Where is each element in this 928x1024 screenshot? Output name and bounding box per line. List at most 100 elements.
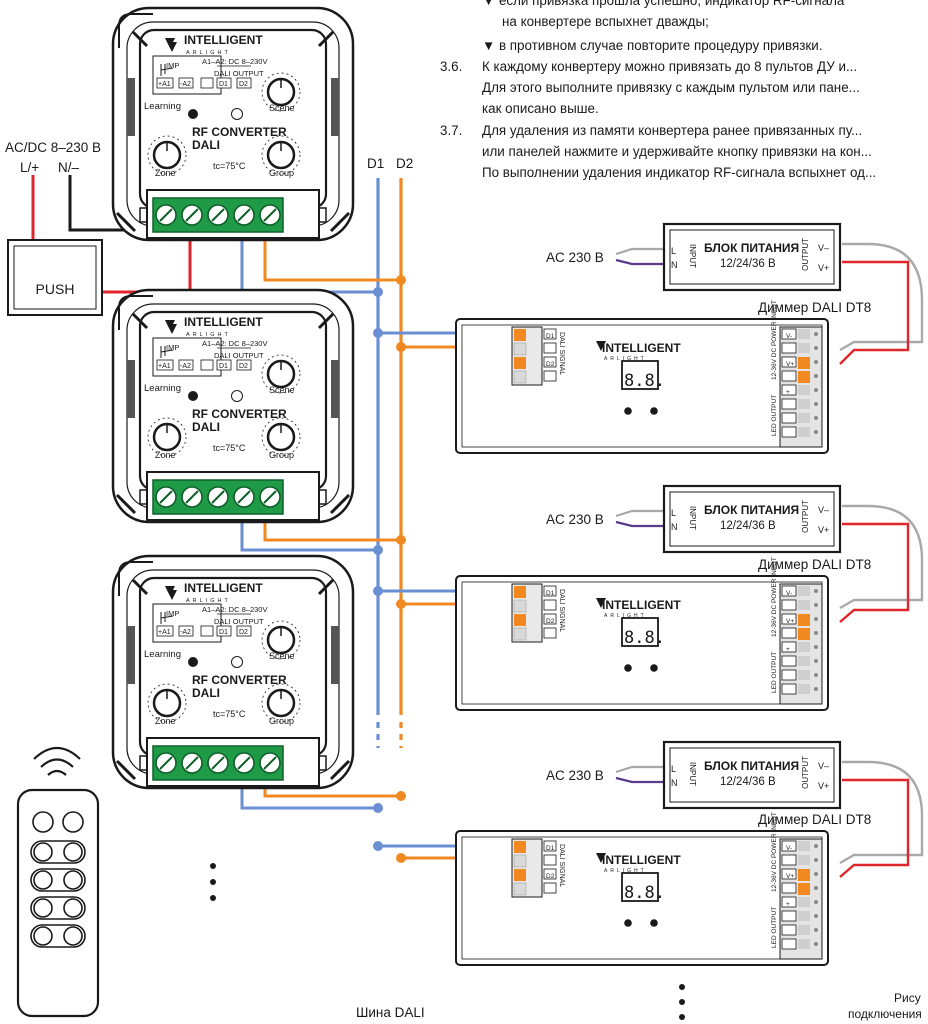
converter-scene: Scene	[269, 385, 295, 395]
dimmer-vplus: V+	[786, 618, 794, 625]
converter-sub: ARLIGHT	[186, 50, 231, 56]
converter-sub: ARLIGHT	[186, 332, 231, 338]
note-36b: Для этого выполните привязку с каждым пу…	[482, 80, 860, 95]
converter-zone: Zone	[155, 716, 176, 726]
psu-vminus: V–	[818, 761, 829, 771]
note-36c: как описано выше.	[482, 101, 599, 116]
dimmer-d1: D1	[546, 590, 555, 597]
dimmer-led: LED OUTPUT	[771, 907, 778, 948]
note-37c: По выполнении удаления индикатор RF-сигн…	[482, 165, 877, 180]
psu-vplus: V+	[818, 263, 829, 273]
converter-1-text: INTELLIGENT ARLIGHT IMP A1–A2: DC 8–230V…	[144, 33, 295, 178]
dimmer-vplus: V+	[786, 873, 794, 880]
psu-l: L	[671, 508, 676, 518]
dimmer-sub: ARLIGHT	[604, 356, 647, 362]
psu-output: OUTPUT	[801, 756, 810, 789]
dimmer-vminus: V-	[786, 590, 792, 597]
dimmer-plus: +	[786, 646, 790, 653]
psu-vminus: V–	[818, 505, 829, 515]
psu-input: INPUT	[688, 244, 697, 268]
converter-group: Group	[269, 168, 294, 178]
bus-d2-label: D2	[396, 156, 413, 171]
dimmer-led: LED OUTPUT	[771, 652, 778, 693]
converter-d1: D1	[219, 363, 228, 370]
dimmer-title: Диммер DALI DT8	[758, 557, 871, 572]
set-3-text: AC 230 В L N INPUT БЛОК ПИТАНИЯ 12/24/36…	[546, 756, 871, 948]
converter-brand: INTELLIGENT	[184, 581, 263, 595]
converter-2-text: INTELLIGENT ARLIGHT IMP A1–A2: DC 8–230V…	[144, 315, 295, 460]
dimmer-signal: DALI SIGNAL	[558, 589, 565, 632]
dimmer-power: 12-36V DC POWER INPUT	[771, 557, 778, 637]
dimmer-sub: ARLIGHT	[604, 613, 647, 619]
converter-imp: IMP	[166, 343, 179, 352]
psu-volts: 12/24/36 В	[720, 776, 776, 788]
converter-group: Group	[269, 716, 294, 726]
supply-voltage-label: AC/DC 8–230 В	[5, 140, 101, 155]
converter-temp: tc=75°C	[213, 161, 246, 171]
set-1-text: AC 230 В L N INPUT БЛОК ПИТАНИЯ 12/24/36…	[546, 238, 871, 436]
more-converters-dots	[210, 863, 216, 901]
dimmer-power: 12-36V DC POWER INPUT	[771, 812, 778, 892]
converter-zone: Zone	[155, 168, 176, 178]
dimmer-display: 8.8.	[624, 371, 665, 391]
dimmer-signal: DALI SIGNAL	[558, 844, 565, 887]
more-dimmers-dots	[679, 984, 685, 1020]
dimmer-brand: INTELLIGENT	[602, 598, 681, 612]
psu-vminus: V–	[818, 243, 829, 253]
converter-scene: Scene	[269, 103, 295, 113]
figure-caption-2: подключения	[848, 1007, 922, 1021]
dimmer-d2: D2	[546, 873, 555, 880]
dimmer-plus: +	[786, 389, 790, 396]
psu-n: N	[671, 522, 678, 532]
rf-signal-icon	[33, 746, 81, 776]
converter-dali-output: DALI OUTPUT	[214, 617, 264, 626]
converter-title1: RF CONVERTER	[192, 125, 287, 139]
dimmer-display: 8.8.	[624, 883, 665, 903]
dimmer-vminus: V-	[786, 333, 792, 340]
dimmer-d1: D1	[546, 845, 555, 852]
converter-a2: -A2	[180, 363, 191, 370]
bus-d1-label: D1	[367, 156, 384, 171]
psu-ac-label: AC 230 В	[546, 250, 604, 265]
note-36-num: 3.6.	[440, 59, 463, 74]
converter-learning: Learning	[144, 649, 181, 660]
psu-n: N	[671, 778, 678, 788]
converter-d2: D2	[239, 81, 248, 88]
dimmer-brand: INTELLIGENT	[602, 853, 681, 867]
converter-sub: ARLIGHT	[186, 598, 231, 604]
converter-group: Group	[269, 450, 294, 460]
psu-vplus: V+	[818, 781, 829, 791]
psu-title: БЛОК ПИТАНИЯ	[704, 503, 799, 517]
dimmer-power: 12-36V DC POWER INPUT	[771, 300, 778, 380]
converter-title2: DALI	[192, 686, 220, 700]
note-b1b: на конвертере вспыхнет дважды;	[502, 14, 709, 29]
converter-learning: Learning	[144, 101, 181, 112]
converter-title2: DALI	[192, 138, 220, 152]
psu-ac-label: AC 230 В	[546, 512, 604, 527]
dimmer-title: Диммер DALI DT8	[758, 300, 871, 315]
note-37b: или панелей нажмите и удерживайте кнопку…	[482, 144, 872, 159]
psu-input: INPUT	[688, 762, 697, 786]
converter-dali-output: DALI OUTPUT	[214, 351, 264, 360]
converter-3-text: INTELLIGENT ARLIGHT IMP A1–A2: DC 8–230V…	[144, 581, 295, 726]
supply-n-label: N/–	[58, 160, 80, 175]
converter-scene: Scene	[269, 651, 295, 661]
push-button-inner	[13, 245, 97, 310]
converter-a1: +A1	[158, 363, 171, 370]
converter-a1: +A1	[158, 629, 171, 636]
converter-d2: D2	[239, 629, 248, 636]
dimmer-d2: D2	[546, 618, 555, 625]
psu-vplus: V+	[818, 525, 829, 535]
note-b2: ▼ в противном случае повторите процедуру…	[482, 38, 823, 53]
converter-imp: IMP	[166, 609, 179, 618]
psu-output: OUTPUT	[801, 238, 810, 271]
psu-input: INPUT	[688, 506, 697, 530]
converter-d1: D1	[219, 629, 228, 636]
psu-volts: 12/24/36 В	[720, 258, 776, 270]
supply-l-label: L/+	[20, 160, 39, 175]
dimmer-plus: +	[786, 901, 790, 908]
converter-dali-output: DALI OUTPUT	[214, 69, 264, 78]
figure-caption-1: Рису	[894, 991, 921, 1005]
converter-title1: RF CONVERTER	[192, 673, 287, 687]
